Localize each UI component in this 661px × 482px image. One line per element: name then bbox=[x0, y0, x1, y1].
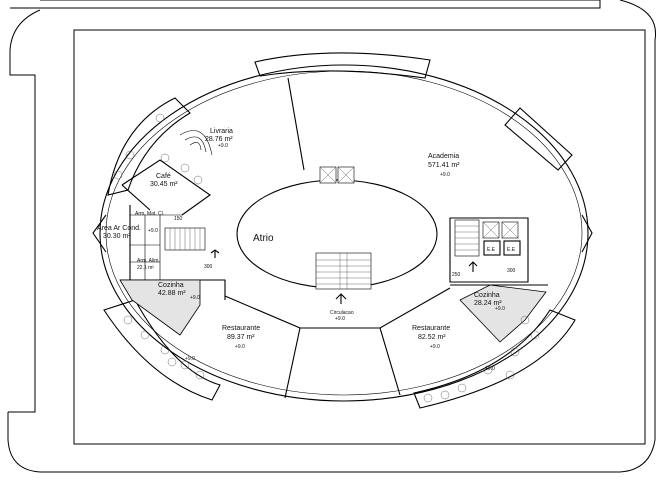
dimension-tag: 150 bbox=[174, 216, 183, 222]
label-restaurante-right: Restaurante bbox=[412, 325, 450, 332]
label-academia: Academia bbox=[428, 153, 459, 160]
academia-left-wall bbox=[287, 77, 305, 171]
label-elevator-right: E.E bbox=[507, 247, 516, 253]
spiral-stair bbox=[179, 130, 213, 156]
restaurant-right-wall bbox=[379, 327, 401, 396]
area-cafe: 30.45 m² bbox=[150, 181, 178, 188]
shaft-c-cross bbox=[482, 221, 500, 239]
center-stair-treads bbox=[316, 253, 371, 289]
area-livraria: 28.76 m² bbox=[205, 136, 233, 143]
area-restaurante-right: 82.52 m² bbox=[418, 334, 446, 341]
label-circulacao: Circulacao bbox=[330, 310, 354, 316]
label-cozinha-left: Cozinha bbox=[158, 282, 184, 289]
label-ar-cond: Área Ar Cond. bbox=[97, 223, 141, 232]
level-tag: +9.0 bbox=[440, 172, 450, 178]
cafe-wall-2 bbox=[121, 184, 151, 211]
label-cafe: Café bbox=[156, 173, 171, 180]
dimension-tag: 300 bbox=[204, 264, 213, 270]
restaurant-right-wall-2 bbox=[379, 287, 451, 329]
area-academia: 571.41 m² bbox=[428, 162, 460, 169]
level-tags: +9.0 +9.0 +9.0 +9.0 +9.0 +9.0 +9.0 +9.0 … bbox=[148, 143, 505, 372]
left-point bbox=[92, 214, 107, 253]
level-tag: +9.0 bbox=[148, 228, 158, 234]
top-balcony bbox=[254, 52, 431, 79]
level-tag: +9.0 bbox=[495, 306, 505, 312]
level-tag: +9.0 bbox=[185, 356, 195, 362]
upper-right-balcony bbox=[504, 107, 573, 171]
elevator-left-box bbox=[483, 240, 501, 256]
dimension-tag: 250 bbox=[452, 272, 461, 278]
right-core-wall bbox=[449, 217, 529, 283]
shaft-b-cross bbox=[337, 166, 355, 184]
left-stair-treads bbox=[169, 228, 201, 250]
label-atrio: Atrio bbox=[253, 233, 274, 244]
level-tag: +9.0 bbox=[218, 143, 228, 149]
label-small-b: Arm. Alim. bbox=[137, 258, 160, 264]
outer-shell bbox=[99, 64, 589, 402]
bottom-left-balcony bbox=[103, 299, 221, 401]
shaft-a-cross bbox=[319, 166, 337, 184]
area-small-b: 22.1 m² bbox=[137, 265, 154, 271]
left-balcony bbox=[107, 97, 191, 196]
elevator-right-box bbox=[503, 240, 521, 256]
kitchen-left-area bbox=[119, 279, 201, 336]
label-elevator-left: E.E bbox=[487, 247, 496, 253]
cafe-wall bbox=[121, 159, 211, 216]
drawing-frame bbox=[73, 29, 646, 445]
level-tag: +9.0 bbox=[235, 344, 245, 350]
area-restaurante-left: 89.37 m² bbox=[227, 334, 255, 341]
area-ar-cond: 30.30 m² bbox=[103, 233, 131, 240]
area-cozinha-left: 42.88 m² bbox=[158, 290, 186, 297]
shaft-d-cross bbox=[501, 221, 519, 239]
right-arrow bbox=[468, 261, 478, 272]
level-tag: +9.0 bbox=[430, 344, 440, 350]
label-livraria: Livraria bbox=[210, 128, 233, 135]
center-stair bbox=[315, 252, 372, 290]
right-stair-treads bbox=[455, 225, 479, 251]
label-cozinha-right: Cozinha bbox=[474, 292, 500, 299]
label-restaurante-left: Restaurante bbox=[222, 325, 260, 332]
left-arrow bbox=[210, 249, 220, 258]
sheet-border bbox=[7, 0, 657, 473]
kitchen-right-area bbox=[459, 284, 547, 343]
label-small-a: Arm. Mat. Cl. bbox=[135, 211, 164, 217]
level-tag: +9.0 bbox=[485, 366, 495, 372]
dimension-tag: 300 bbox=[507, 268, 516, 274]
level-tag: +9.0 bbox=[335, 316, 345, 322]
tables bbox=[113, 113, 540, 403]
entry-arrow bbox=[335, 293, 347, 304]
area-cozinha-right: 28.24 m² bbox=[474, 300, 502, 307]
left-core-grid bbox=[130, 214, 182, 280]
level-tag: +9.0 bbox=[190, 295, 200, 301]
right-point bbox=[581, 214, 593, 253]
